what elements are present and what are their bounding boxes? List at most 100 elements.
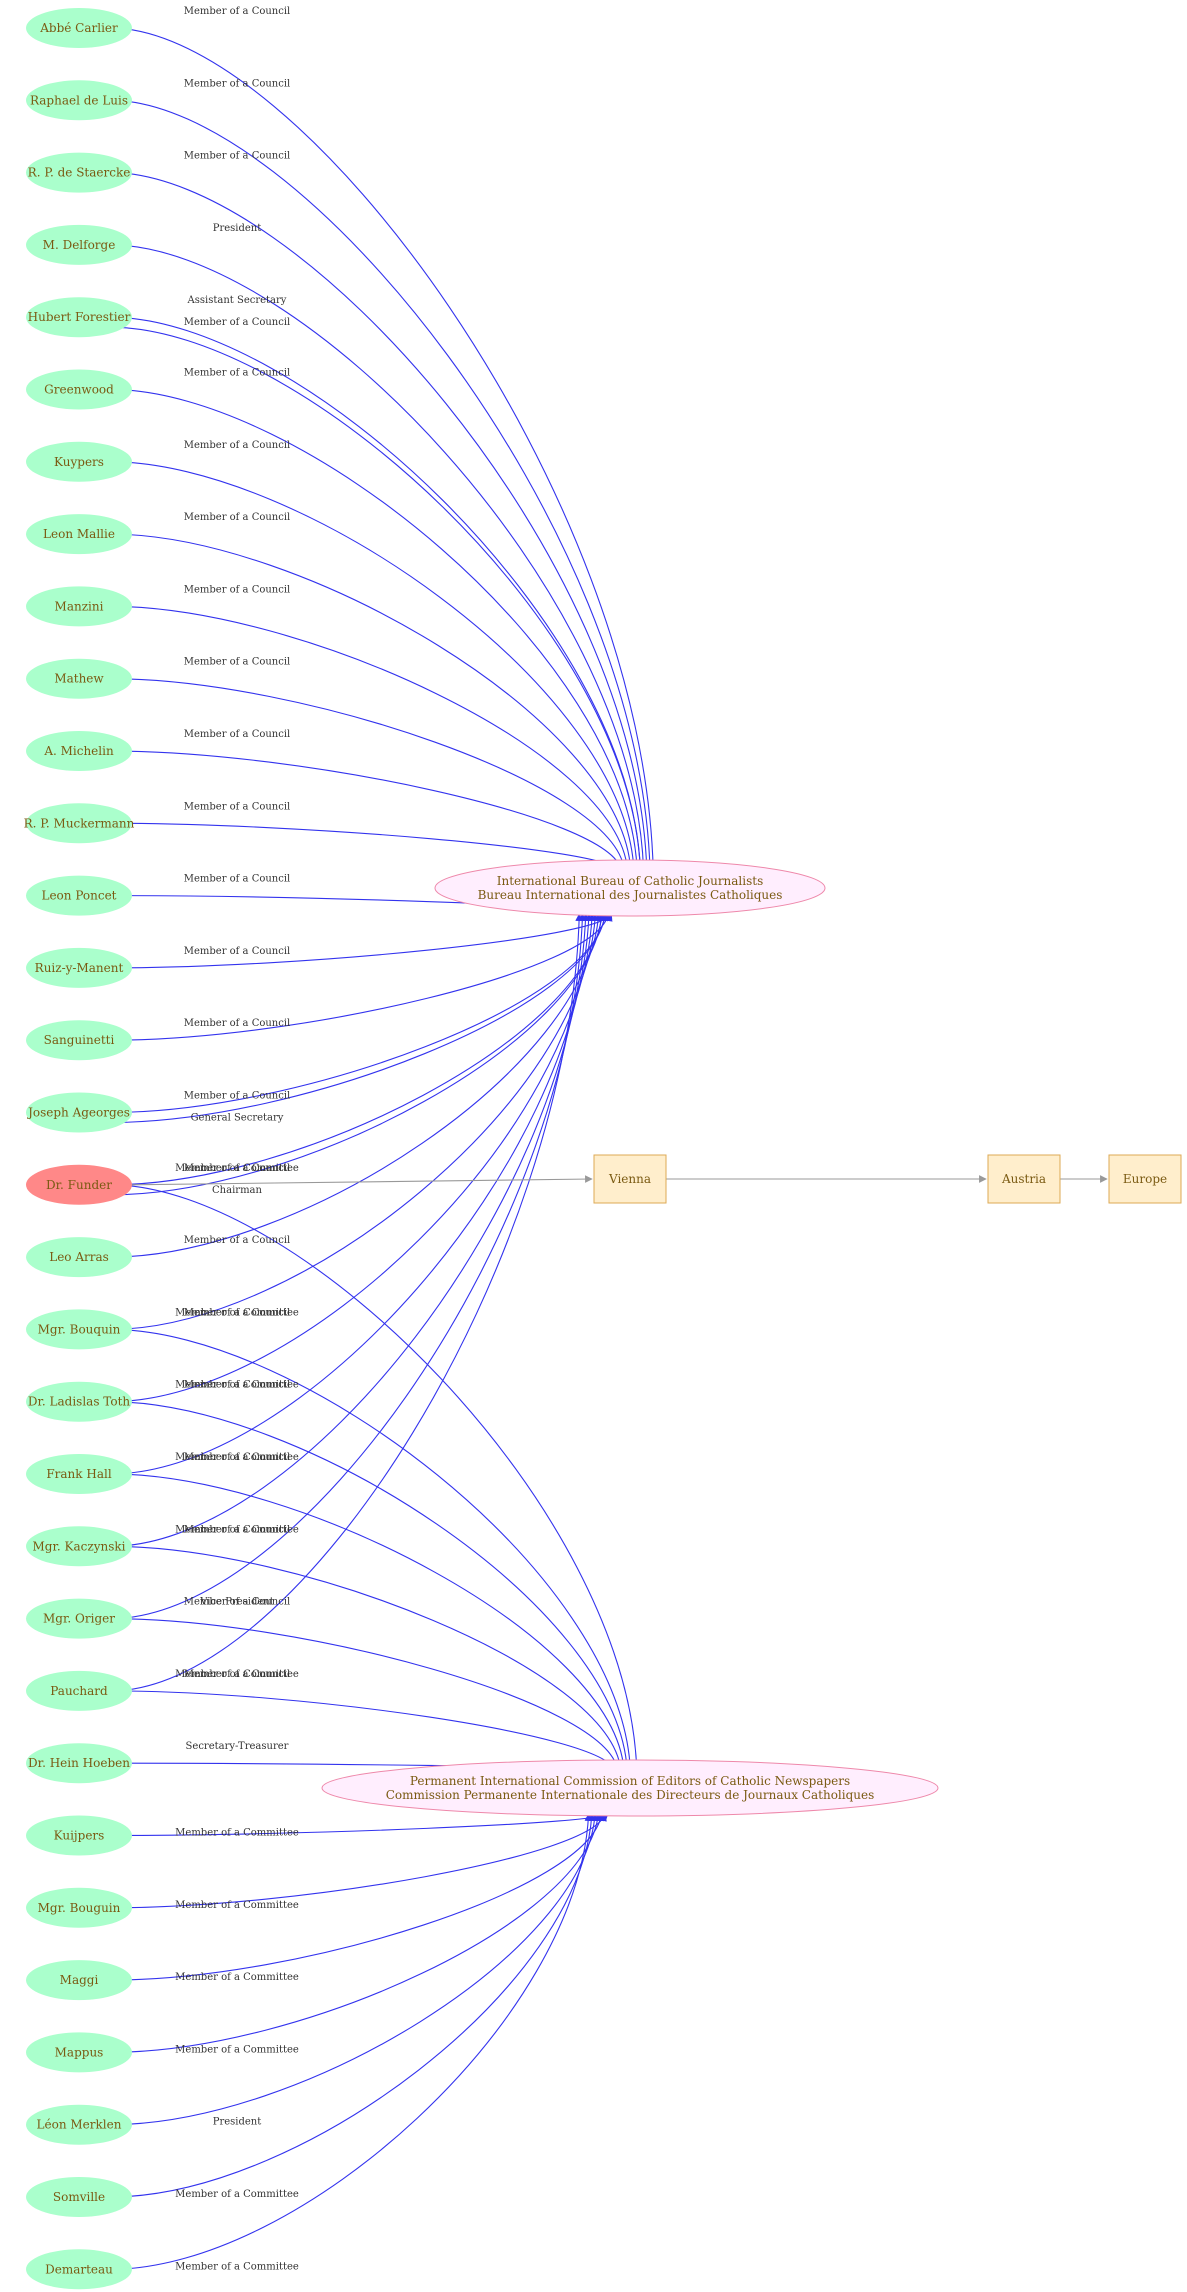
- person-ellipse: [26, 2032, 132, 2073]
- place-node-europe[interactable]: Europe: [1108, 1154, 1182, 1204]
- person-label: Mgr. Bouguin: [38, 1901, 121, 1915]
- edges-layer: [110, 27, 1108, 2270]
- edge-mgr-origer-to-picecn: [110, 1618, 621, 1771]
- person-ellipse: [26, 1887, 132, 1928]
- person-node-hubert-forestier[interactable]: Hubert Forestier: [26, 297, 132, 338]
- person-node-r-p-muckermann[interactable]: R. P. Muckermann: [24, 803, 135, 844]
- edge-leon-mallie-to-ibcj: [110, 533, 635, 871]
- edge-label: Member of a Committee: [175, 1452, 299, 1463]
- person-label: Mgr. Bouquin: [38, 1322, 121, 1336]
- person-node-dr-funder[interactable]: Dr. Funder: [26, 1164, 132, 1205]
- person-label: Leo Arras: [49, 1250, 109, 1264]
- edge-mappus-to-picecn: [110, 1813, 602, 2053]
- person-node-leon-merklen[interactable]: Léon Merklen: [26, 2104, 132, 2145]
- person-node-mgr-origer[interactable]: Mgr. Origer: [26, 1598, 132, 1639]
- person-node-joseph-ageorges[interactable]: Joseph Ageorges: [26, 1092, 132, 1133]
- edge-pauchard-to-picecn: [110, 1690, 617, 1771]
- place-node-austria[interactable]: Austria: [987, 1154, 1061, 1204]
- place-label: Austria: [1001, 1172, 1046, 1186]
- edge-label: General Secretary: [191, 1113, 284, 1124]
- edge-ruiz-y-manent-to-ibcj: [110, 913, 613, 969]
- person-node-r-p-de-staercke[interactable]: R. P. de Staercke: [26, 152, 132, 193]
- place-node-vienna[interactable]: Vienna: [593, 1154, 667, 1204]
- person-label: Somville: [53, 2190, 105, 2204]
- place-label: Europe: [1123, 1172, 1167, 1186]
- person-label: Leon Mallie: [43, 527, 115, 541]
- person-node-manzini[interactable]: Manzini: [26, 586, 132, 627]
- person-ellipse: [26, 1309, 132, 1350]
- person-node-a-michelin[interactable]: A. Michelin: [26, 731, 132, 771]
- edge-greenwood-to-ibcj: [110, 388, 641, 871]
- person-node-leon-poncet[interactable]: Leon Poncet: [26, 875, 132, 916]
- person-ellipse: [26, 803, 132, 844]
- person-node-leon-mallie[interactable]: Leon Mallie: [26, 514, 132, 555]
- person-label: Ruiz-y-Manent: [35, 961, 124, 975]
- person-node-mathew[interactable]: Mathew: [26, 658, 132, 699]
- edge-a-michelin-to-ibcj: [110, 750, 624, 871]
- edge-label: Chairman: [212, 1185, 262, 1196]
- person-label: Dr. Hein Hoeben: [28, 1756, 130, 1770]
- person-label: Frank Hall: [46, 1467, 111, 1481]
- person-node-somville[interactable]: Somville: [26, 2177, 132, 2217]
- person-label: Dr. Ladislas Toth: [28, 1395, 131, 1409]
- person-ellipse: [26, 658, 132, 699]
- person-ellipse: [26, 1092, 132, 1133]
- person-label: Léon Merklen: [37, 2118, 122, 2132]
- edge-leo-arras-to-ibcj: [110, 913, 602, 1258]
- person-node-kuijpers[interactable]: Kuijpers: [26, 1815, 132, 1856]
- person-node-greenwood[interactable]: Greenwood: [26, 369, 132, 410]
- person-node-mappus[interactable]: Mappus: [26, 2032, 132, 2073]
- edge-label: Member of a Committee: [175, 1524, 299, 1535]
- person-ellipse: [26, 586, 132, 627]
- edge-mgr-kaczynski-to-picecn: [110, 1545, 624, 1771]
- person-label: Leon Poncet: [41, 889, 116, 903]
- person-ellipse: [26, 1743, 132, 1784]
- person-node-maggi[interactable]: Maggi: [26, 1960, 132, 2001]
- person-node-abbe-carlier[interactable]: Abbé Carlier: [26, 8, 132, 48]
- person-ellipse: [26, 2104, 132, 2145]
- place-edge-dr-funder-to-vienna: [131, 1175, 593, 1186]
- person-ellipse: [26, 875, 132, 916]
- edge-label: Member of a Council: [184, 729, 291, 740]
- person-node-dr-hein-hoeben[interactable]: Dr. Hein Hoeben: [26, 1743, 132, 1784]
- person-node-demarteau[interactable]: Demarteau: [26, 2249, 132, 2290]
- person-node-dr-ladislas-toth[interactable]: Dr. Ladislas Toth: [26, 1381, 132, 1422]
- person-ellipse: [26, 369, 132, 410]
- edge-kuypers-to-ibcj: [110, 461, 638, 871]
- person-node-pauchard[interactable]: Pauchard: [26, 1670, 132, 1711]
- edge-maggi-to-picecn: [110, 1813, 605, 1981]
- person-ellipse: [26, 1526, 132, 1567]
- edge-label: Member of a Council: [184, 1307, 291, 1318]
- person-ellipse: [26, 2177, 132, 2217]
- person-node-m-delforge[interactable]: M. Delforge: [26, 224, 132, 265]
- org-node-picecn[interactable]: Permanent International Commission of Ed…: [321, 1759, 939, 1817]
- edge-hubert-forestier-to-ibcj: [110, 326, 644, 871]
- edge-r-p-de-staercke-to-ibcj: [110, 172, 651, 871]
- person-node-mgr-bouquin[interactable]: Mgr. Bouquin: [26, 1309, 132, 1350]
- person-ellipse: [26, 1164, 132, 1205]
- person-node-ruiz-y-manent[interactable]: Ruiz-y-Manent: [26, 947, 132, 988]
- nodes-layer: Vienna Austria Europe International Bureau …: [24, 8, 1182, 2290]
- edge-label: Member of a Committee: [175, 1307, 299, 1318]
- edge-mgr-bouquin-to-ibcj: [110, 913, 599, 1330]
- person-label: Mgr. Kaczynski: [33, 1539, 126, 1553]
- person-node-raphael-de-luis[interactable]: Raphael de Luis: [26, 80, 132, 121]
- person-label: M. Delforge: [43, 238, 116, 252]
- person-label: Raphael de Luis: [30, 93, 128, 107]
- person-node-frank-hall[interactable]: Frank Hall: [26, 1454, 132, 1494]
- org-title: Permanent International Commission of Ed…: [410, 1774, 850, 1788]
- person-label: Demarteau: [45, 2262, 113, 2276]
- org-subtitle: Commission Permanente Internationale des…: [386, 1788, 875, 1802]
- person-label: Joseph Ageorges: [26, 1106, 130, 1120]
- person-node-kuypers[interactable]: Kuypers: [26, 441, 132, 482]
- person-ellipse: [26, 1020, 132, 1061]
- edge-sanguinetti-to-ibcj: [110, 913, 611, 1041]
- person-node-leo-arras[interactable]: Leo Arras: [26, 1237, 132, 1278]
- person-node-mgr-kaczynski[interactable]: Mgr. Kaczynski: [26, 1526, 132, 1567]
- edge-label: Member of a Council: [184, 801, 291, 812]
- org-node-ibcj[interactable]: International Bureau of Catholic Journal…: [434, 859, 826, 917]
- person-node-mgr-bouguin[interactable]: Mgr. Bouguin: [26, 1887, 132, 1928]
- person-node-sanguinetti[interactable]: Sanguinetti: [26, 1020, 132, 1061]
- person-label: Abbé Carlier: [39, 21, 118, 35]
